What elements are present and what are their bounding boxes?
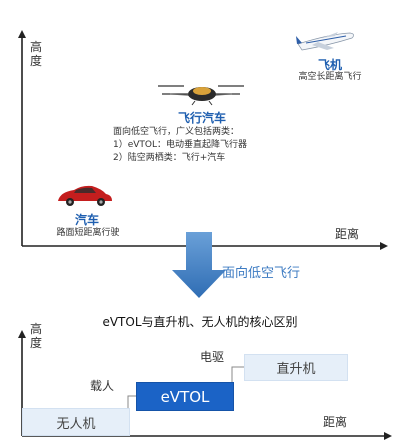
- plane-title: 飞机: [317, 58, 342, 72]
- step-line-2: [231, 366, 244, 382]
- car-image: [58, 185, 112, 206]
- plane-desc: 高空长距离飞行: [298, 72, 362, 82]
- bottom-x-axis-label: 距离: [323, 415, 348, 429]
- car-title: 汽车: [74, 213, 99, 227]
- arrow-label: 面向低空飞行: [222, 266, 301, 281]
- step-box-evtol: eVTOL: [136, 382, 234, 411]
- step-box-helicopter: 直升机: [244, 354, 348, 381]
- top-y-axis-label: 高 度: [30, 40, 43, 68]
- flying-car-desc-line: 2）陆空两栖类：飞行+汽车: [113, 153, 226, 163]
- step-label-electric: 电驱: [200, 350, 225, 364]
- top-x-axis-label: 距离: [335, 227, 360, 241]
- evtol-image: [158, 85, 244, 106]
- flying-car-desc-line: 面向低空飞行，广义包括两类：: [113, 127, 240, 137]
- bottom-y-axis-label: 高 度: [30, 322, 43, 350]
- flying-car-title: 飞行汽车: [177, 111, 226, 125]
- car-desc: 路面短距离行驶: [56, 228, 120, 238]
- step-box-drone: 无人机: [22, 408, 130, 436]
- step-label-manned: 载人: [90, 379, 115, 393]
- flying-car-desc-line: 1）eVTOL：电动垂直起降飞行器: [113, 140, 248, 150]
- down-arrow: [172, 232, 226, 298]
- bottom-title: eVTOL与直升机、无人机的核心区别: [102, 315, 298, 329]
- step-line-1: [127, 395, 136, 408]
- flying-car-desc: 面向低空飞行，广义包括两类： 1）eVTOL：电动垂直起降飞行器 2）陆空两栖类…: [113, 126, 293, 165]
- airplane-image: [296, 32, 354, 51]
